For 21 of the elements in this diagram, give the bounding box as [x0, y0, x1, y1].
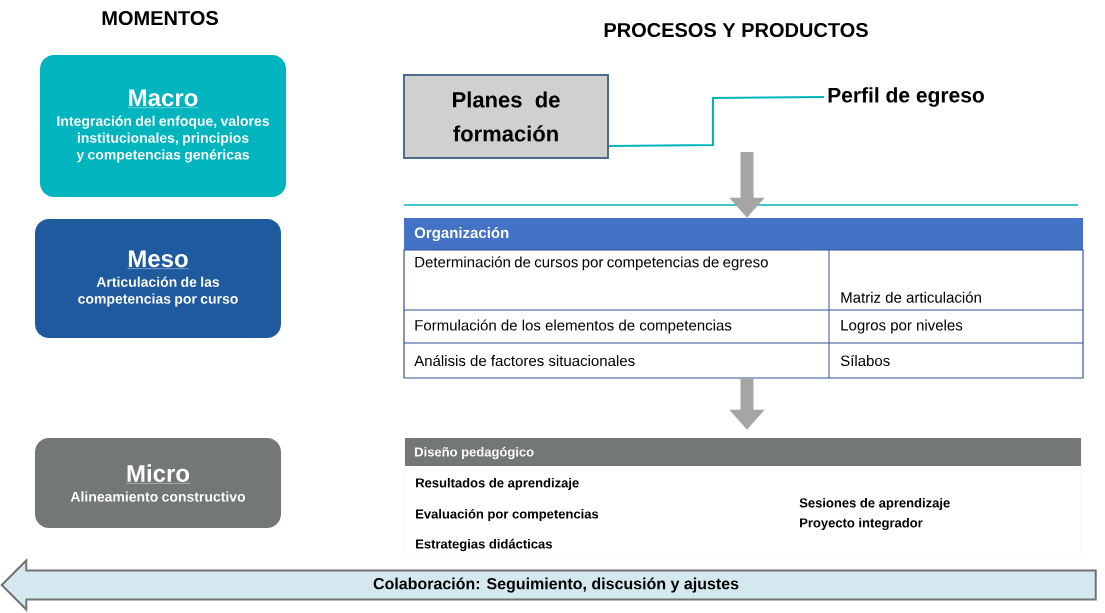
node-label: Organización [414, 226, 509, 242]
list-item: Evaluación por competencias [416, 508, 599, 522]
level-box: Micro Alineamiento constructivo [35, 438, 281, 528]
table-cell: Determinación de cursos por competencias de egreso [415, 256, 768, 271]
list-item: Proyecto integrador [800, 517, 923, 531]
list-item: Estrategias didácticas [416, 538, 552, 552]
list-item: Sesiones de aprendizaje [799, 497, 950, 511]
heading: MOMENTOS [102, 10, 218, 26]
heading: PROCESOS Y PRODUCTOS [604, 22, 868, 38]
level-box: Meso Articulación de las competencias por curso [35, 219, 281, 338]
output-label: Perfil de egreso [828, 87, 984, 107]
list-item: Resultados de aprendizaje [416, 477, 579, 491]
table-cell: Formulación de los elementos de competencias [415, 319, 732, 334]
table-cell: Logros por niveles [841, 319, 963, 334]
connector-line [608, 96, 825, 147]
node-label: Diseño pedagógico [415, 446, 534, 460]
table-cell: Sílabos [840, 354, 890, 367]
level-box: Macro Integración del enfoque, valores institucionales, principios y competencias genéricas [40, 55, 286, 197]
table-cell: Análisis de factores situacionales [414, 354, 635, 367]
process-box: Planes de formación [403, 74, 609, 159]
table-cell: Matriz de articulación [841, 291, 981, 303]
